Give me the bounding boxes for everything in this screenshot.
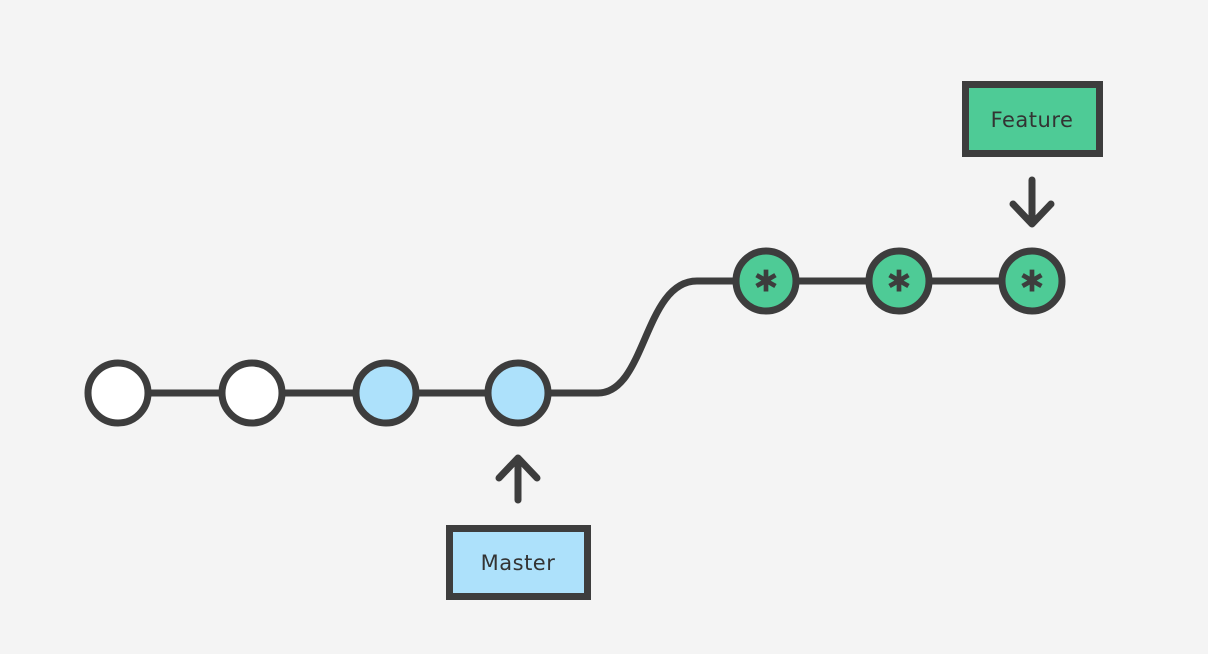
feature-label-text: Feature	[991, 108, 1074, 132]
feature-commit-group: ✱ ✱ ✱	[732, 247, 1066, 315]
arrow-down-icon	[1009, 176, 1055, 228]
master-commit-group	[84, 359, 552, 427]
feature-label-group: Feature	[962, 81, 1103, 228]
master-label-group: Master	[446, 454, 591, 600]
asterisk-icon-f2: ✱	[886, 265, 911, 300]
commit-node-m3[interactable]	[352, 359, 420, 427]
commit-node-f2[interactable]	[865, 247, 933, 315]
asterisk-icon-f3: ✱	[1019, 265, 1044, 300]
commit-node-m1[interactable]	[84, 359, 152, 427]
edge-branch-s-curve	[545, 277, 742, 397]
commit-node-m2[interactable]	[218, 359, 286, 427]
master-label-box[interactable]	[446, 525, 591, 600]
commit-node-f1[interactable]	[732, 247, 800, 315]
connector-group	[149, 277, 1001, 397]
commit-node-m4[interactable]	[484, 359, 552, 427]
asterisk-icon-f1: ✱	[753, 265, 778, 300]
arrow-up-icon	[495, 454, 541, 504]
commit-node-f3[interactable]	[998, 247, 1066, 315]
feature-label-box[interactable]	[962, 81, 1103, 157]
master-label-text: Master	[481, 551, 556, 575]
